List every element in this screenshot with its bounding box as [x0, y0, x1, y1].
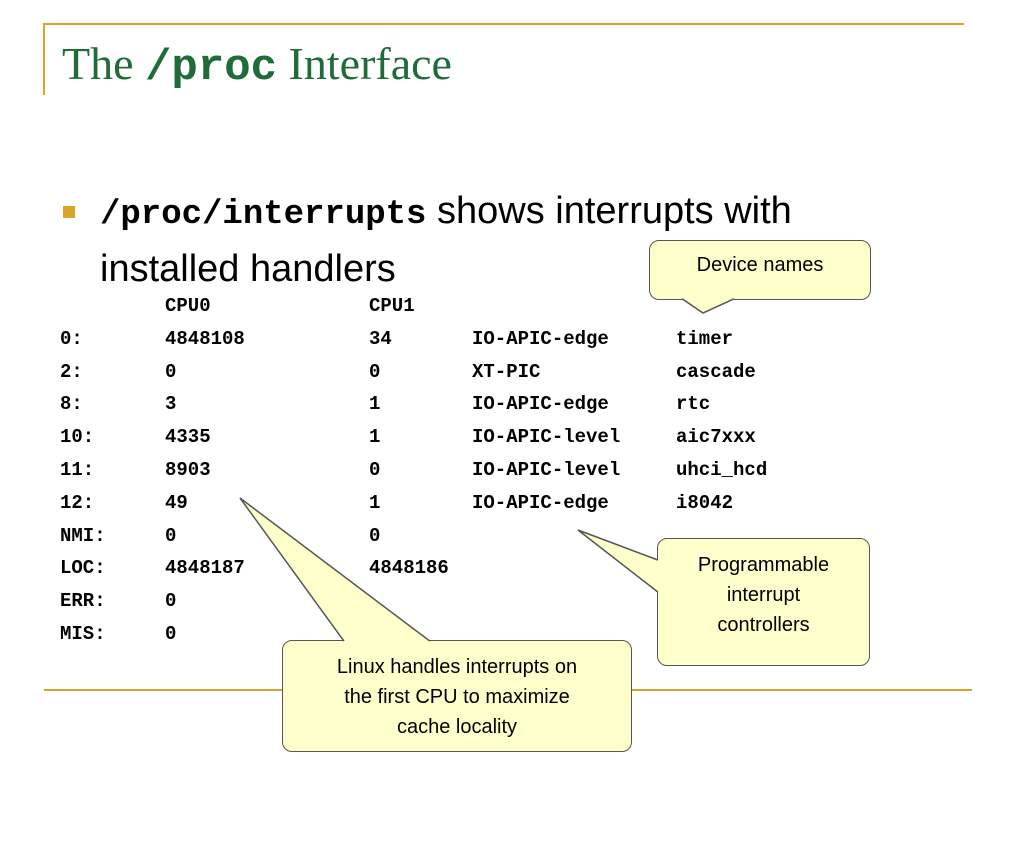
callout-device-pointer [682, 298, 734, 313]
bullet-square-icon [63, 206, 75, 218]
cell-cpu0: 8903 [165, 458, 211, 481]
table-row: MIS: 0 [60, 618, 176, 651]
left-rule [43, 23, 45, 95]
title-code: /proc [145, 43, 278, 93]
cell-irq: ERR: [60, 590, 106, 613]
table-row: NMI: 0 0 [60, 520, 380, 553]
callout-linux-line2: the first CPU to maximize [344, 686, 570, 708]
cell-device: rtc [676, 393, 711, 416]
bullet-code: /proc/interrupts [100, 196, 427, 234]
header-cell-cpu0: CPU0 [165, 295, 211, 317]
table-header-row: CPU0 CPU1 [60, 290, 415, 323]
header-cell-cpu1: CPU1 [369, 295, 415, 317]
cell-irq: 12: [60, 491, 95, 514]
cell-cpu0: 4848187 [165, 557, 245, 580]
cell-cpu1: 1 [369, 426, 381, 449]
table-row: 10: 4335 1 IO-APIC-level aic7xxx [60, 421, 756, 454]
cell-cpu0: 0 [165, 524, 177, 547]
callout-pic-pointer-edge [577, 529, 659, 593]
table-row: 11: 8903 0 IO-APIC-level uhci_hcd [60, 454, 767, 487]
table-row: LOC: 4848187 4848186 [60, 552, 449, 585]
cell-cpu1: 0 [369, 360, 381, 383]
cell-cpu0: 4335 [165, 426, 211, 449]
cell-irq: 8: [60, 393, 83, 416]
callout-pic: Programmable interrupt controllers [657, 538, 870, 666]
top-rule [44, 23, 964, 25]
callout-pic-line2: interrupt [726, 584, 801, 606]
callout-linux-line3: cache locality [396, 716, 518, 738]
cell-irq: MIS: [60, 622, 106, 645]
table-row: 2: 0 0 XT-PIC cascade [60, 356, 756, 389]
cell-type: IO-APIC-edge [472, 491, 609, 514]
bullet-line2: installed handlers [100, 248, 396, 290]
cell-device: cascade [676, 360, 756, 383]
callout-linux-cpu: Linux handles interrupts on the first CP… [282, 640, 632, 752]
cell-type: IO-APIC-edge [472, 393, 609, 416]
cell-cpu0: 3 [165, 393, 177, 416]
callout-pic-line3: controllers [717, 614, 810, 636]
cell-irq: NMI: [60, 524, 106, 547]
cell-irq: 11: [60, 458, 95, 481]
callout-device-pointer-edge [681, 298, 735, 314]
cell-cpu0: 0 [165, 360, 177, 383]
slide-title: The /proc Interface [62, 38, 452, 94]
cell-device: timer [676, 327, 734, 350]
cell-type: IO-APIC-edge [472, 327, 609, 350]
callout-pic-line1: Programmable [697, 554, 830, 576]
title-prefix: The [62, 38, 146, 89]
table-row: 12: 49 1 IO-APIC-edge i8042 [60, 487, 733, 520]
table-row: ERR: 0 [60, 585, 176, 618]
cell-irq: 0: [60, 327, 83, 350]
table-row: 0: 4848108 34 IO-APIC-edge timer [60, 323, 733, 356]
cell-cpu0: 0 [165, 622, 177, 645]
cell-cpu1: 1 [369, 491, 381, 514]
cell-irq: LOC: [60, 557, 106, 580]
callout-linux-line1: Linux handles interrupts on [336, 656, 578, 678]
cell-irq: 2: [60, 360, 83, 383]
cell-cpu0: 49 [165, 491, 188, 514]
cell-type: IO-APIC-level [472, 458, 621, 481]
cell-cpu0: 4848108 [165, 327, 245, 350]
bullet-line1: shows interrupts with [426, 190, 792, 232]
cell-cpu1: 1 [369, 393, 381, 416]
cell-irq: 10: [60, 426, 95, 449]
cell-cpu1: 34 [369, 327, 392, 350]
callout-device-names: Device names [649, 240, 871, 300]
cell-device: i8042 [676, 491, 734, 514]
cell-type: IO-APIC-level [472, 426, 621, 449]
cell-cpu0: 0 [165, 590, 177, 613]
cell-cpu1: 0 [369, 524, 381, 547]
interrupts-table: CPU0 CPU1 0: 4848108 34 IO-APIC-edge tim… [60, 290, 767, 651]
table-row: 8: 3 1 IO-APIC-edge rtc [60, 388, 710, 421]
callout-device-names-text: Device names [696, 254, 824, 276]
bullet-text: /proc/interrupts shows interrupts with in… [100, 184, 960, 296]
cell-device: aic7xxx [676, 426, 756, 449]
title-suffix: Interface [277, 38, 452, 89]
cell-type: XT-PIC [472, 360, 541, 383]
cell-cpu1: 0 [369, 458, 381, 481]
cell-device: uhci_hcd [676, 458, 768, 481]
cell-cpu1: 4848186 [369, 557, 449, 580]
callout-pic-pointer [578, 530, 658, 592]
